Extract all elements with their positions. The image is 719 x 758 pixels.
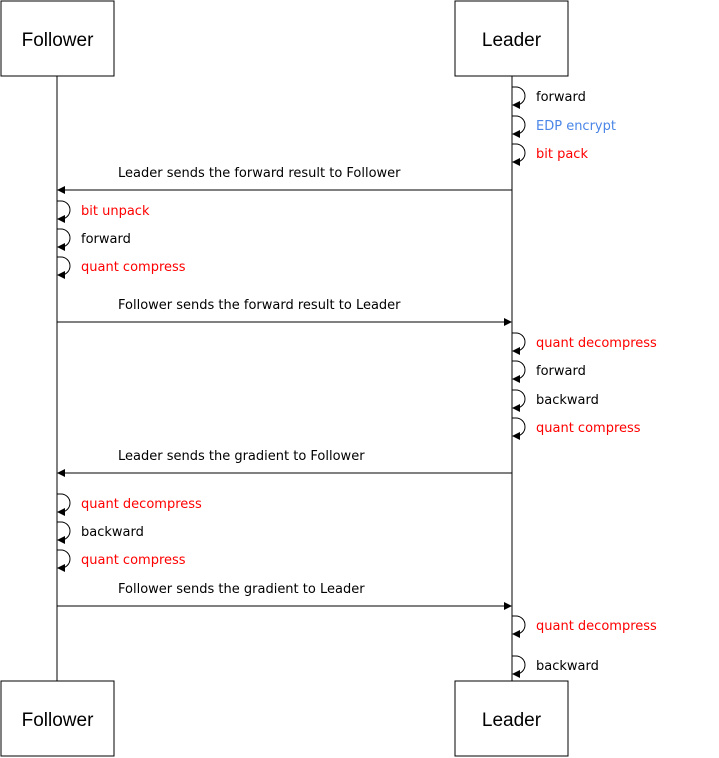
step-6: quant compress <box>57 256 186 279</box>
self-message-arrow <box>512 143 526 166</box>
step-4: bit unpack <box>57 200 150 223</box>
self-message-label: quant compress <box>536 421 641 436</box>
self-message-arrow <box>57 493 71 516</box>
follower-actor-top: Follower <box>0 0 115 77</box>
step-7: Follower sends the forward result to Lea… <box>57 298 512 326</box>
step-15: quant compress <box>57 549 186 572</box>
self-message-arrow <box>57 200 71 223</box>
self-message-label: backward <box>81 525 144 540</box>
self-message-arrow <box>57 228 71 251</box>
self-message-arrow <box>512 655 526 678</box>
self-message-arrow <box>512 86 526 109</box>
self-message-arrow <box>57 256 71 279</box>
self-message-arrow <box>512 389 526 412</box>
self-message-label: EDP encrypt <box>536 119 616 134</box>
self-message-label: bit pack <box>536 147 588 162</box>
message-label: Follower sends the gradient to Leader <box>118 582 365 597</box>
self-message-arrow <box>512 115 526 138</box>
step-1: EDP encrypt <box>512 115 616 138</box>
self-message-label: forward <box>536 90 586 105</box>
step-10: backward <box>512 389 599 412</box>
leader-actor-bottom-label: Leader <box>482 710 542 731</box>
step-17: quant decompress <box>512 615 657 638</box>
self-message-label: quant decompress <box>536 336 657 351</box>
self-message-arrow <box>512 360 526 383</box>
step-5: forward <box>57 228 131 251</box>
self-message-label: forward <box>81 232 131 247</box>
follower-actor-top-label: Follower <box>22 30 94 51</box>
step-9: forward <box>512 360 586 383</box>
step-12: Leader sends the gradient to Follower <box>57 449 512 477</box>
message-label: Leader sends the forward result to Follo… <box>118 166 401 181</box>
self-message-label: bit unpack <box>81 204 150 219</box>
self-message-label: backward <box>536 393 599 408</box>
step-14: backward <box>57 521 144 544</box>
self-message-arrow <box>512 615 526 638</box>
step-13: quant decompress <box>57 493 202 516</box>
self-message-label: quant compress <box>81 260 186 275</box>
self-message-label: quant compress <box>81 553 186 568</box>
leader-actor-bottom: Leader <box>454 680 569 757</box>
self-message-label: quant decompress <box>536 619 657 634</box>
self-message-arrow <box>512 332 526 355</box>
leader-actor-top: Leader <box>454 0 569 77</box>
step-8: quant decompress <box>512 332 657 355</box>
leader-actor-top-label: Leader <box>482 30 542 51</box>
step-18: backward <box>512 655 599 678</box>
step-2: bit pack <box>512 143 588 166</box>
step-11: quant compress <box>512 417 641 440</box>
self-message-label: forward <box>536 364 586 379</box>
follower-actor-bottom: Follower <box>0 680 115 757</box>
message-label: Follower sends the forward result to Lea… <box>118 298 401 313</box>
self-message-arrow <box>512 417 526 440</box>
self-message-label: quant decompress <box>81 497 202 512</box>
step-16: Follower sends the gradient to Leader <box>57 582 512 610</box>
self-message-arrow <box>57 549 71 572</box>
step-0: forward <box>512 86 586 109</box>
self-message-label: backward <box>536 659 599 674</box>
step-3: Leader sends the forward result to Follo… <box>57 166 512 194</box>
message-label: Leader sends the gradient to Follower <box>118 449 365 464</box>
follower-actor-bottom-label: Follower <box>22 710 94 731</box>
self-message-arrow <box>57 521 71 544</box>
